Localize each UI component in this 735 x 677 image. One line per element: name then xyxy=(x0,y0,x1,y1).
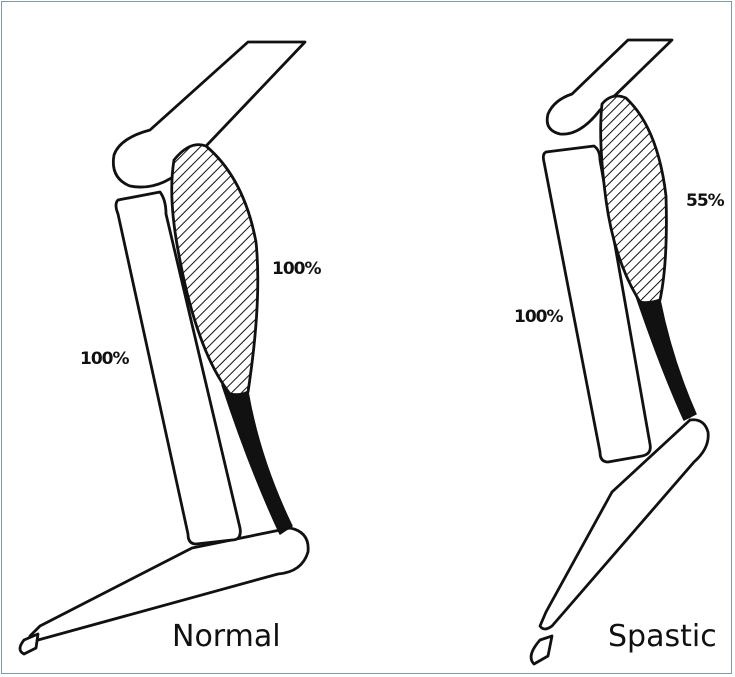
normal-caption: Normal xyxy=(172,619,281,654)
spastic-bone-label: 100% xyxy=(514,307,563,327)
spastic-toe xyxy=(531,636,552,664)
spastic-leg xyxy=(531,40,708,664)
normal-bone-label: 100% xyxy=(80,349,129,369)
normal-toe xyxy=(20,634,38,654)
normal-muscle-label: 100% xyxy=(272,259,321,279)
spastic-muscle-label: 55% xyxy=(686,191,725,211)
spastic-caption: Spastic xyxy=(608,619,717,654)
normal-leg xyxy=(20,42,308,654)
